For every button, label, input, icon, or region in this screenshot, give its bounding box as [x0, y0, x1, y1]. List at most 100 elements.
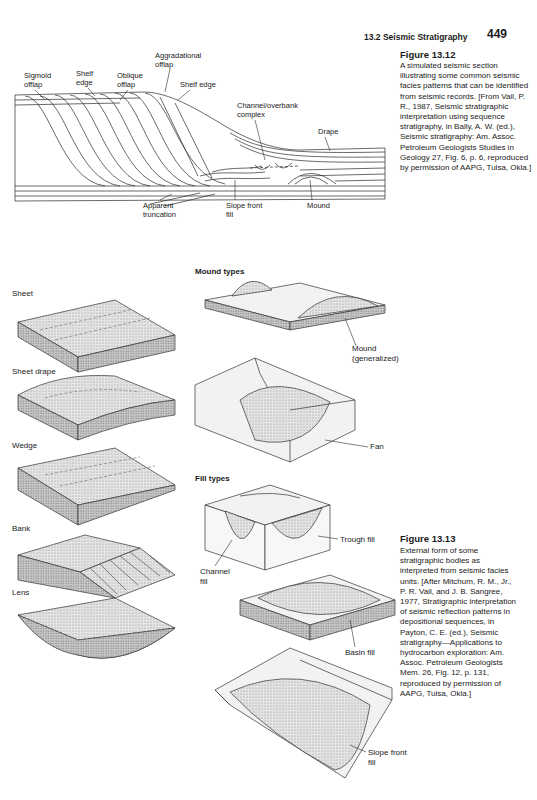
facies-label: Mound — [307, 201, 330, 210]
trough-fill-block — [205, 485, 330, 570]
leader-line — [235, 180, 236, 200]
sheet-block — [18, 322, 78, 372]
trough-fill-block — [205, 505, 265, 570]
leader-line — [318, 536, 338, 539]
trough-fill-block — [272, 508, 322, 538]
sheet-drape-block — [18, 395, 78, 440]
slope-front-fill-block — [215, 648, 392, 778]
leader-line — [310, 180, 312, 200]
seismic-section — [335, 180, 385, 181]
figure-caption: A simulated seismic section illustrating… — [400, 61, 534, 173]
facies-label: Oblique offlap — [117, 71, 149, 89]
seismic-section — [15, 196, 385, 197]
form-label: Basin fill — [345, 648, 375, 658]
bank-block — [90, 552, 170, 594]
lens-block — [18, 598, 175, 658]
bank-block — [18, 535, 175, 598]
form-label: Fan — [370, 442, 384, 452]
seismic-section — [40, 96, 120, 186]
seismic-section — [300, 174, 385, 176]
lens-block — [18, 615, 175, 658]
figure-number: Figure 13.13 — [400, 533, 455, 544]
leader-line — [255, 120, 265, 160]
leader-line — [88, 88, 95, 96]
seismic-section — [15, 92, 385, 206]
form-label: Slope front fill — [368, 748, 412, 767]
sheet-block — [78, 335, 175, 372]
facies-label: Apparent truncation — [143, 201, 183, 219]
leader-line — [325, 318, 368, 447]
form-label: Mound (generalized) — [352, 344, 402, 363]
seismic-section — [15, 191, 385, 192]
wedge-block — [18, 448, 175, 525]
seismic-section — [55, 95, 135, 186]
seismic-section — [15, 199, 385, 201]
facies-label: Drape — [318, 127, 338, 136]
seismic-section — [15, 186, 385, 187]
facies-label: Aggradational offlap — [155, 51, 207, 69]
lens-block — [18, 598, 175, 658]
leader-line — [165, 69, 170, 92]
leader-line — [160, 194, 172, 200]
leader-line — [35, 90, 45, 100]
slope-front-fill-block — [215, 648, 392, 778]
trough-fill-block — [265, 505, 330, 570]
seismic-section — [85, 94, 165, 186]
basin-fill-block — [240, 575, 395, 640]
seismic-section — [15, 95, 16, 201]
facies-label: Channel/overbank complex — [237, 101, 303, 119]
form-label: Bank — [12, 524, 30, 534]
wedge-block — [78, 485, 175, 525]
facies-label: Sigmoid offlap — [24, 71, 56, 89]
mound-block — [205, 281, 385, 330]
slope-front-fill-block — [215, 660, 392, 705]
seismic-section — [115, 93, 195, 186]
seismic-section — [145, 93, 225, 184]
fan-block — [290, 400, 355, 410]
seismic-section — [288, 174, 336, 185]
mound-block — [232, 281, 272, 296]
mound-block — [298, 296, 378, 318]
bank-block — [18, 555, 115, 598]
sheet-block — [18, 300, 175, 372]
figure-number: Figure 13.12 — [400, 49, 455, 60]
seismic-section — [15, 92, 385, 150]
form-label: Wedge — [12, 441, 37, 451]
slope-front-fill-block — [230, 679, 370, 770]
mound-block — [205, 300, 290, 330]
facies-label: Shelf edge — [180, 80, 216, 89]
leader-line — [35, 69, 330, 200]
seismic-section — [175, 103, 212, 178]
leader-line — [215, 536, 366, 752]
seismic-section — [230, 133, 385, 152]
facies-label: Slope front fill — [226, 201, 270, 219]
running-head: 13.2 Seismic Stratigraphy — [364, 32, 467, 42]
seismic-section — [235, 139, 385, 157]
seismic-section — [100, 94, 180, 186]
leader-line — [178, 90, 190, 100]
form-label: Channel fill — [200, 567, 230, 586]
basin-fill-block — [258, 582, 380, 614]
sheet-drape-block — [45, 390, 140, 398]
sheet-drape-block — [18, 375, 175, 440]
seismic-section — [70, 95, 150, 186]
fan-block — [240, 386, 330, 442]
sheet-block — [40, 310, 150, 340]
form-label: Trough fill — [340, 535, 375, 545]
seismic-section — [130, 93, 210, 186]
leader-line — [350, 745, 366, 752]
leader-line — [345, 318, 356, 346]
seismic-section — [212, 166, 262, 172]
leader-line — [325, 440, 368, 447]
seismic-section — [25, 96, 105, 186]
seismic-section — [200, 172, 265, 176]
trough-fill-block — [225, 511, 255, 539]
wedge-block — [18, 468, 78, 525]
fan-block — [195, 358, 355, 462]
seismic-section — [300, 168, 385, 170]
leader-line — [215, 540, 232, 566]
leader-line — [325, 137, 330, 151]
trough-fill-block — [240, 493, 300, 498]
form-label: Lens — [12, 588, 29, 598]
seismic-section — [295, 177, 328, 184]
